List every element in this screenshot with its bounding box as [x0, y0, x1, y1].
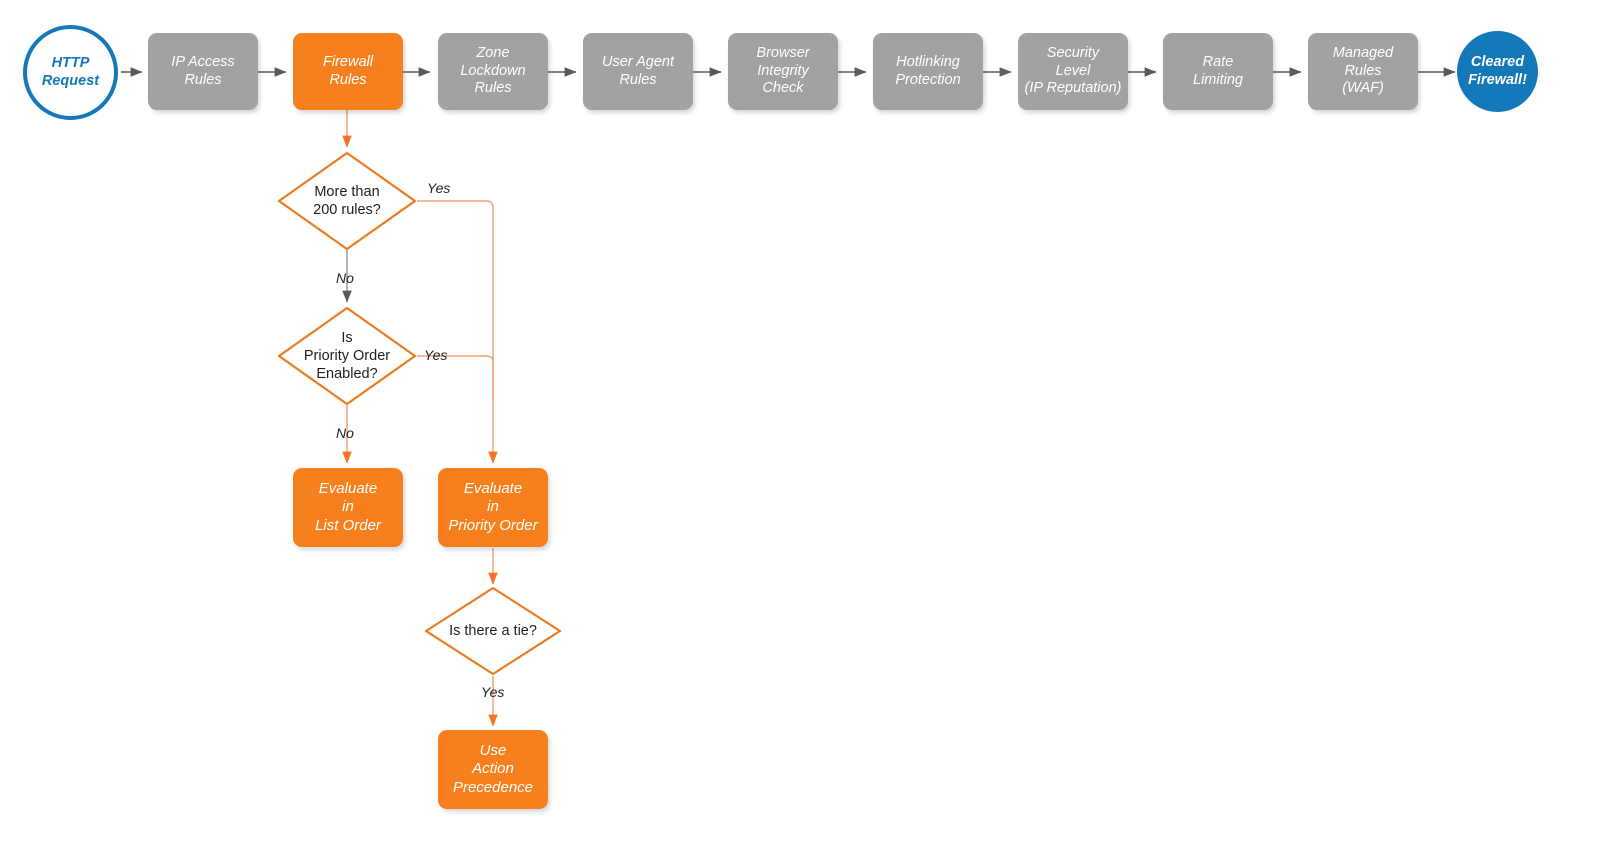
pipeline-step-security-level[interactable]: Security Level (IP Reputation): [1018, 33, 1128, 110]
decision-more-than-200-rules[interactable]: More than 200 rules?: [277, 151, 417, 251]
edge-label-more-rules-yes: Yes: [427, 180, 451, 196]
decision-is-there-a-tie[interactable]: Is there a tie?: [424, 586, 562, 676]
pipeline-step-label: IP Access Rules: [171, 53, 235, 88]
start-node-label: HTTP Request: [41, 55, 100, 89]
pipeline-step-label: Browser Integrity Check: [756, 44, 810, 97]
pipeline-step-firewall-rules[interactable]: Firewall Rules: [293, 33, 403, 110]
diamond-shape: [424, 586, 562, 676]
pipeline-step-hotlinking-protection[interactable]: Hotlinking Protection: [873, 33, 983, 110]
pipeline-step-label: Managed Rules (WAF): [1332, 44, 1394, 97]
pipeline-step-rate-limiting[interactable]: Rate Limiting: [1163, 33, 1273, 110]
result-label: Evaluate in Priority Order: [448, 480, 538, 534]
pipeline-step-managed-rules-waf[interactable]: Managed Rules (WAF): [1308, 33, 1418, 110]
pipeline-step-ip-access-rules[interactable]: IP Access Rules: [148, 33, 258, 110]
result-use-action-precedence[interactable]: Use Action Precedence: [438, 730, 548, 809]
pipeline-step-label: Firewall Rules: [323, 53, 373, 88]
pipeline-step-zone-lockdown-rules[interactable]: Zone Lockdown Rules: [438, 33, 548, 110]
pipeline-step-label: User Agent Rules: [602, 53, 674, 88]
edge-label-priority-no: No: [336, 425, 354, 441]
result-evaluate-in-priority-order[interactable]: Evaluate in Priority Order: [438, 468, 548, 547]
decision-is-priority-order-enabled[interactable]: Is Priority Order Enabled?: [277, 306, 417, 406]
edge-label-tie-yes: Yes: [481, 684, 505, 700]
decision-label: More than 200 rules?: [313, 183, 381, 218]
diamond-shape: [277, 306, 417, 406]
start-node-http-request[interactable]: HTTP Request: [23, 25, 118, 120]
decision-label: Is Priority Order Enabled?: [303, 329, 391, 383]
pipeline-step-label: Rate Limiting: [1193, 53, 1243, 88]
edge-label-more-rules-no: No: [336, 270, 354, 286]
pipeline-step-user-agent-rules[interactable]: User Agent Rules: [583, 33, 693, 110]
result-label: Use Action Precedence: [452, 742, 534, 796]
diamond-shape: [277, 151, 417, 251]
edge-label-priority-yes: Yes: [424, 347, 448, 363]
pipeline-step-label: Security Level (IP Reputation): [1024, 44, 1122, 97]
pipeline-step-browser-integrity-check[interactable]: Browser Integrity Check: [728, 33, 838, 110]
end-node-label: Cleared Firewall!: [1468, 54, 1527, 88]
end-node-cleared-firewall[interactable]: Cleared Firewall!: [1457, 31, 1538, 112]
pipeline-step-label: Zone Lockdown Rules: [460, 44, 526, 97]
decision-label: Is there a tie?: [449, 622, 537, 639]
result-label: Evaluate in List Order: [315, 480, 381, 534]
result-evaluate-in-list-order[interactable]: Evaluate in List Order: [293, 468, 403, 547]
pipeline-step-label: Hotlinking Protection: [895, 53, 961, 88]
